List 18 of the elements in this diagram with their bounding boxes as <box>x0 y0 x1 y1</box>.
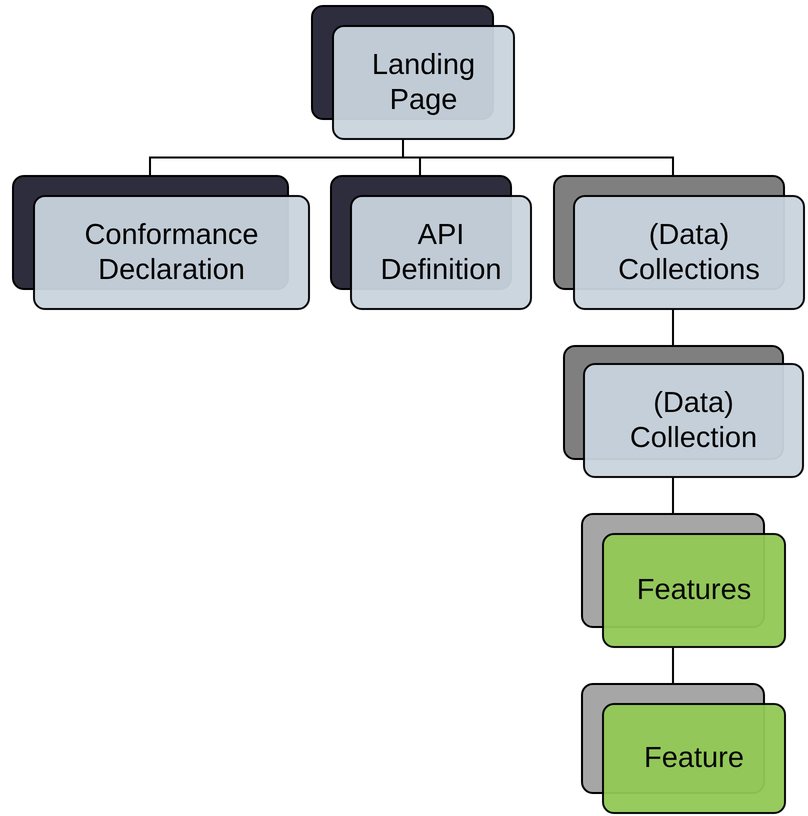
connector-line <box>672 310 674 345</box>
connector-line <box>402 140 674 175</box>
box-label: Feature <box>644 741 744 776</box>
box-label: API Definition <box>380 218 502 288</box>
stacked-box <box>553 175 805 310</box>
connector-line <box>672 648 674 683</box>
stacked-box <box>12 175 310 310</box>
stacked-box <box>311 5 515 140</box>
box-label: Conformance Declaration <box>83 218 260 288</box>
stacked-box <box>330 175 532 310</box>
box-label: Features <box>636 573 752 608</box>
box-label: (Data) Collections <box>617 218 761 288</box>
stacked-box <box>581 683 786 814</box>
stacked-box <box>581 513 786 648</box>
box-label: (Data) Collection <box>628 386 758 456</box>
box-label: Landing Page <box>370 48 476 118</box>
connector-line <box>672 478 674 513</box>
stacked-box <box>563 345 804 478</box>
